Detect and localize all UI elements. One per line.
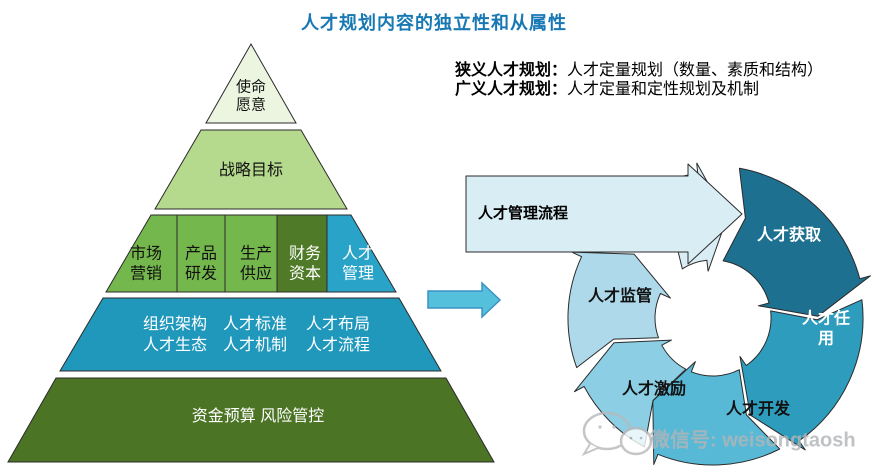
label-talent-mechanism: 人才机制	[222, 337, 288, 355]
pyramid-level-mission	[205, 42, 297, 124]
pyramid-level-talent-system	[59, 297, 442, 372]
label-org-structure: 组织架构	[142, 316, 208, 334]
watermark-text: 微信号: weisongtaosh	[650, 429, 856, 452]
label-finance: 财务 资本	[288, 245, 322, 282]
wechat-icon	[581, 411, 653, 457]
pyramid-segment-talent	[326, 214, 397, 293]
cycle-stage-supervision	[567, 251, 671, 369]
label-production: 生产 供应	[239, 245, 273, 282]
label-talent-standard: 人才标准	[222, 316, 288, 334]
right-arrow-icon	[427, 281, 502, 319]
label-stage-development: 人才开发	[725, 401, 791, 419]
definition-narrow-text: 人才定量规划（数量、素质和结构）	[567, 62, 824, 80]
definition-broad: 广义人才规划：人才定量和定性规划及机制	[455, 80, 759, 100]
label-stage-appointment: 人才任用	[801, 310, 850, 347]
flow-box	[465, 163, 743, 265]
label-talent-ecology: 人才生态	[142, 337, 208, 355]
label-stage-supervision: 人才监管	[587, 288, 653, 306]
watermark: 微信号: weisongtaosh	[578, 412, 888, 464]
label-marketing: 市场 营销	[129, 245, 163, 282]
talent-cycle	[465, 162, 871, 466]
label-talent-mgmt: 人才 管理	[341, 245, 375, 282]
label-stage-motivation: 人才激励	[621, 381, 687, 399]
label-stage-acquisition: 人才获取	[756, 227, 822, 245]
pyramid-level-strategy	[154, 129, 348, 210]
definition-broad-text: 人才定量和定性规划及机制	[567, 81, 760, 99]
label-flow-box: 人才管理流程	[478, 204, 569, 222]
cycle-stage-motivation	[573, 339, 687, 448]
pyramid-level-support	[7, 377, 495, 463]
label-mission: 使命 愿意	[235, 78, 267, 114]
cycle-stage-acquisition	[722, 167, 871, 317]
definition-narrow: 狭义人才规划：人才定量规划（数量、素质和结构）	[455, 61, 823, 81]
definition-broad-label: 广义人才规划：	[455, 81, 568, 99]
page-title: 人才规划内容的独立性和从属性	[301, 13, 567, 34]
cycle-stage-appointment	[739, 299, 864, 451]
label-strategy: 战略目标	[218, 162, 284, 180]
label-talent-layout: 人才布局	[305, 316, 371, 334]
cycle-stage-development	[652, 361, 781, 466]
label-support: 资金预算 风险管控	[191, 408, 325, 426]
pyramid	[7, 42, 495, 463]
label-talent-process: 人才流程	[305, 337, 371, 355]
label-rnd: 产品 研发	[184, 245, 218, 282]
definition-narrow-label: 狭义人才规划：	[455, 62, 568, 80]
